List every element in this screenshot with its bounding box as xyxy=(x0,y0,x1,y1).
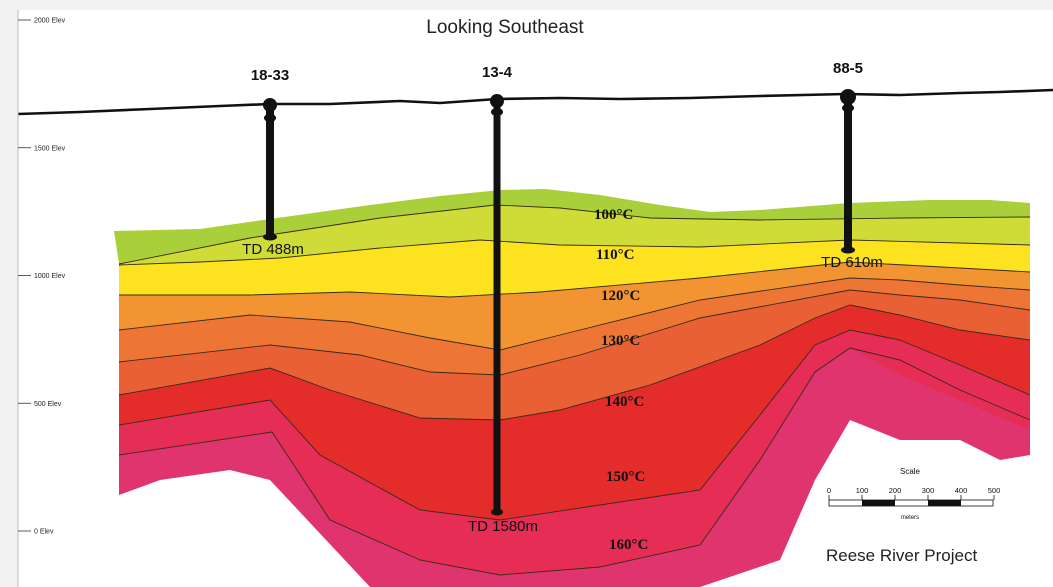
isotherm-line-130 xyxy=(118,277,1031,351)
well-88-5-wellhead xyxy=(840,89,856,105)
scale-bar-tick-label: 200 xyxy=(889,486,902,495)
elevation-tick-label: 1000 Elev xyxy=(34,273,66,280)
layer-band-8 xyxy=(119,330,1030,575)
well-18-33-name: 18-33 xyxy=(251,67,289,84)
scale-bar-title: Scale xyxy=(900,467,921,476)
layer-band-3 xyxy=(119,240,1030,297)
scale-bar-unit: meters xyxy=(901,515,919,521)
isotherm-line-100 xyxy=(118,204,1031,265)
well-18-33: 18-33 TD 488m xyxy=(242,67,304,258)
well-13-4-name: 13-4 xyxy=(482,64,513,81)
well-88-5-name: 88-5 xyxy=(833,60,863,77)
isotherm-label-120: 120°C xyxy=(601,288,640,304)
scale-bar-segment-dark-1 xyxy=(862,500,895,506)
layer-band-4 xyxy=(119,262,1030,350)
layer-band-9 xyxy=(119,348,1030,587)
scale-bar-ticks: 0 100 200 300 400 500 xyxy=(827,486,1000,500)
layer-band-7 xyxy=(119,305,1030,520)
well-18-33-td-label: TD 488m xyxy=(242,241,304,258)
well-18-33-bottom xyxy=(263,233,277,241)
layer-band-6 xyxy=(119,290,1030,420)
elevation-tick-label: 2000 Elev xyxy=(34,18,66,25)
isotherm-label-100: 100°C xyxy=(594,207,633,223)
well-88-5-td-label: TD 610m xyxy=(821,254,883,271)
temperature-layers xyxy=(114,189,1030,587)
elevation-tick-label: 0 Elev xyxy=(34,529,54,536)
elevation-tick-label: 500 Elev xyxy=(34,401,62,408)
isotherm-line-160 xyxy=(118,329,1031,521)
well-88-5-casing xyxy=(842,104,854,112)
well-88-5: 88-5 TD 610m xyxy=(821,60,883,271)
elevation-ticks: 2000 Elev 1500 Elev 1000 Elev 500 Elev 0 Ele… xyxy=(18,18,66,536)
elevation-axis: 2000 Elev 1500 Elev 1000 Elev 500 Elev 0 Ele… xyxy=(17,10,66,587)
isotherm-lines xyxy=(118,204,1031,576)
scale-bar-tick-label: 300 xyxy=(922,486,935,495)
layer-band-5 xyxy=(119,278,1030,375)
scale-bar-tick-label: 500 xyxy=(988,486,1001,495)
scale-bar-tick-label: 0 xyxy=(827,486,831,495)
well-13-4-bottom xyxy=(491,508,503,516)
layer-band-2 xyxy=(119,205,1030,265)
isotherm-line-110 xyxy=(118,239,1031,266)
well-18-33-wellhead xyxy=(263,98,277,112)
isotherm-labels: 100°C 110°C 120°C 130°C 140°C 150°C 160°… xyxy=(594,207,648,553)
well-88-5-bottom xyxy=(841,246,855,254)
project-name: Reese River Project xyxy=(826,546,977,565)
well-18-33-casing xyxy=(264,114,276,122)
layer-band-1 xyxy=(114,189,1030,264)
isotherm-line-120 xyxy=(119,261,1031,298)
isotherm-line-150 xyxy=(118,304,1031,421)
isotherm-label-130: 130°C xyxy=(601,333,640,349)
scale-bar: Scale 0 100 200 300 400 500 meters xyxy=(827,467,1000,521)
scale-bar-frame xyxy=(828,499,994,507)
isotherm-label-140: 140°C xyxy=(605,394,644,410)
isotherm-label-150: 150°C xyxy=(606,469,645,485)
elevation-tick-label: 1500 Elev xyxy=(34,145,66,152)
ground-surface-line xyxy=(17,88,1053,116)
figure-title: Looking Southeast xyxy=(426,17,584,38)
isotherm-line-170 xyxy=(118,347,1031,576)
scale-bar-segment-dark-2 xyxy=(928,500,961,506)
well-13-4: 13-4 TD 1580m xyxy=(468,64,538,535)
isotherm-line-140 xyxy=(118,289,1031,376)
well-13-4-wellhead xyxy=(490,94,504,108)
scale-bar-tick-label: 100 xyxy=(856,486,869,495)
isotherm-label-160: 160°C xyxy=(609,537,648,553)
isotherm-label-110: 110°C xyxy=(596,247,635,263)
well-13-4-td-label: TD 1580m xyxy=(468,518,538,535)
scale-bar-tick-label: 400 xyxy=(955,486,968,495)
well-13-4-casing xyxy=(491,108,503,116)
